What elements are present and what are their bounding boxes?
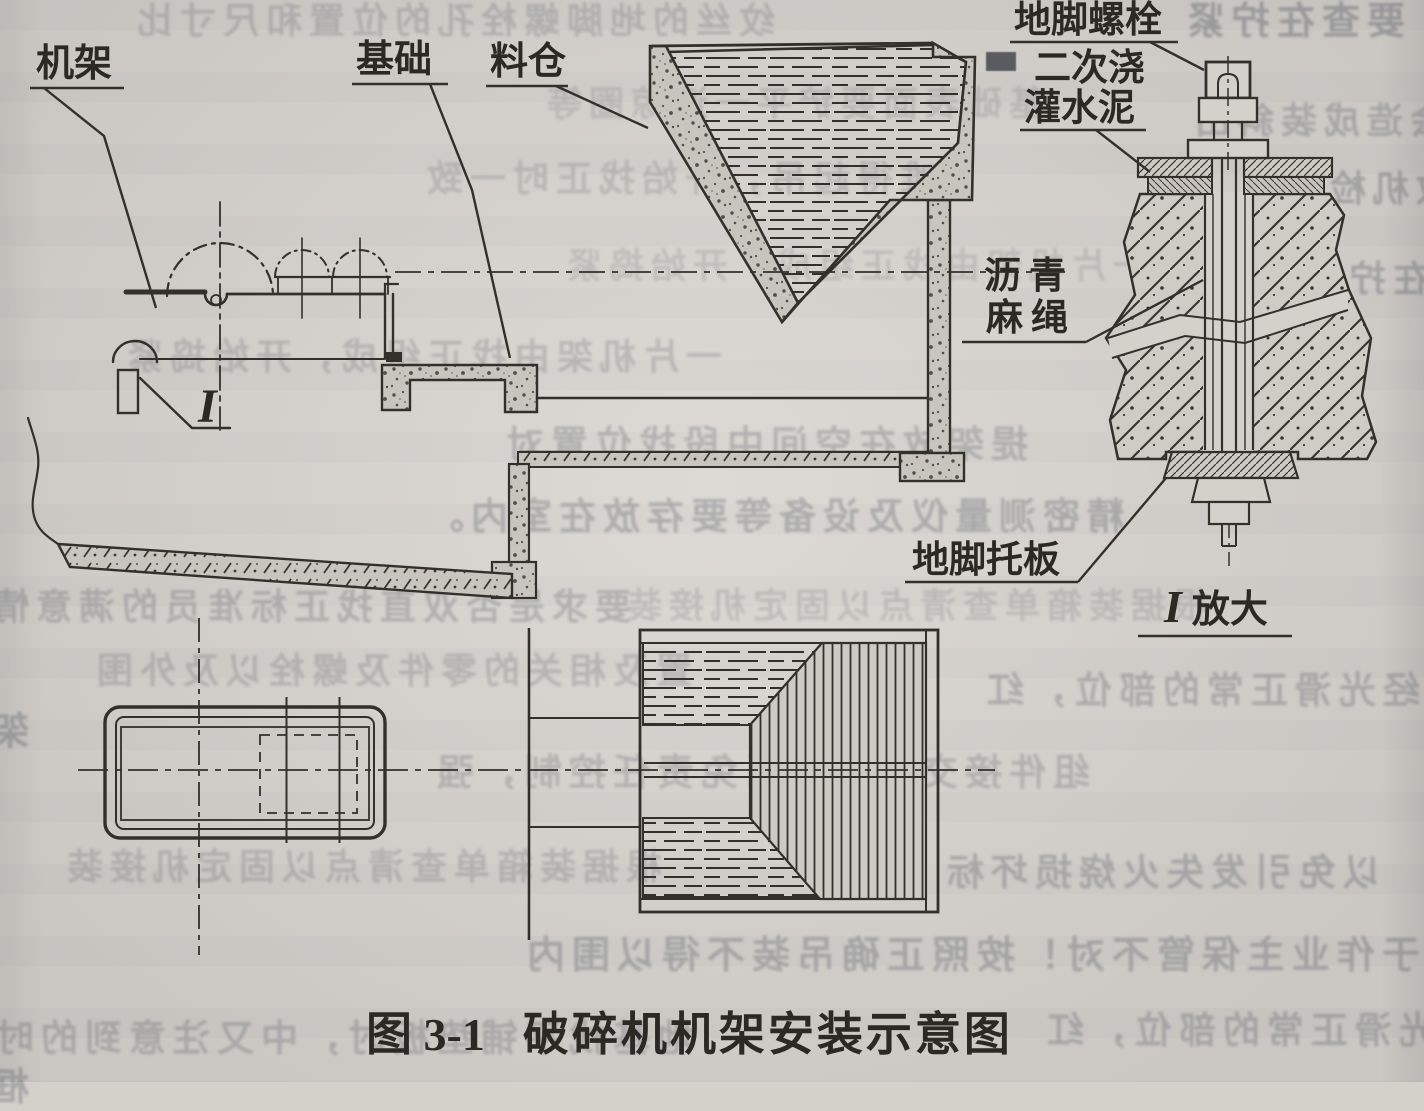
bolt-sleeve-inner xyxy=(1212,194,1246,450)
bearing-base-ticks xyxy=(277,276,389,295)
hopper-plan-funnel xyxy=(748,641,928,901)
hopper-support-column xyxy=(926,198,952,455)
label-secondary-grout-leader xyxy=(1095,129,1151,173)
foundation-ledge xyxy=(380,363,539,414)
pivot-dot xyxy=(210,294,222,306)
hopper-right-wall xyxy=(781,40,977,323)
bolt-bottom-nut xyxy=(1207,500,1251,526)
detail-view-title-suffix: 放大 xyxy=(1192,589,1268,631)
label-anchor-bolt-leader xyxy=(1149,40,1205,72)
label-anchor-plate: 地脚托板 xyxy=(912,539,1060,581)
hopper-plan-outer xyxy=(638,628,940,914)
column-footing xyxy=(898,451,966,483)
label-frame: 机架 xyxy=(36,43,112,85)
frame-right-edge xyxy=(383,292,395,360)
hopper-plan-throat-lines xyxy=(644,762,926,778)
anchor-bolt-detail-view xyxy=(1104,56,1378,566)
label-secondary-grout-1: 二次浇 xyxy=(1034,47,1145,89)
label-secondary-grout-2: 灌水泥 xyxy=(1024,87,1135,129)
label-hopper-leader xyxy=(555,84,649,130)
anchor-block xyxy=(116,368,140,415)
label-anchor-bolt: 地脚螺栓 xyxy=(1014,0,1162,41)
figure-caption-title: 破碎机机架安装示意图 xyxy=(523,1009,1013,1060)
plan-view xyxy=(78,618,995,955)
detail-mark-label: I xyxy=(197,380,219,433)
anchor-plate-upper xyxy=(1162,450,1300,480)
label-foundation-leader xyxy=(428,83,512,359)
bolt-sleeve-outer xyxy=(1203,194,1255,450)
hopper-top-edge xyxy=(651,41,934,48)
label-frame-leader xyxy=(43,87,158,309)
figure-3-1-drawing: I xyxy=(26,0,1378,1060)
frame-corner-angle xyxy=(383,282,400,296)
bolt-neck xyxy=(1212,122,1244,140)
bolt-shaft xyxy=(1220,158,1238,452)
label-asphalt-rope-leader xyxy=(1085,278,1204,344)
figure-caption-number: 图 3-1 xyxy=(366,1009,485,1060)
anchor-plate-lower xyxy=(1190,476,1272,504)
frame-foot-pad xyxy=(386,352,402,362)
label-asphalt-rope-1: 沥青 xyxy=(984,255,1074,297)
frame-plan-hidden-rect xyxy=(259,734,358,814)
break-line xyxy=(26,416,72,569)
detail-view-title-mark: I xyxy=(1163,581,1184,632)
grout-pad-left xyxy=(1147,176,1213,195)
label-hopper: 料仓 xyxy=(490,41,567,83)
anchor-cap-arc xyxy=(111,339,159,364)
frame-plan-inner xyxy=(120,726,370,821)
pit-floor-slab xyxy=(55,542,514,600)
detail-callout-leader xyxy=(138,376,232,430)
label-asphalt-rope-2: 麻绳 xyxy=(986,297,1076,339)
plan-wall-connectors xyxy=(529,717,641,828)
hopper-section-view xyxy=(648,40,977,325)
pulley-centerlines xyxy=(301,237,361,319)
pour-joint-upper xyxy=(1107,289,1349,339)
side-elevation-view: I xyxy=(26,198,966,600)
frame-plan-outer xyxy=(103,705,387,840)
figure-caption: 图 3-1 破碎机机架安装示意图 xyxy=(366,1009,1013,1060)
grout-layer xyxy=(517,451,903,468)
frame-base-plate-right xyxy=(1242,156,1334,179)
grout-pad-right xyxy=(1243,176,1325,195)
frame-base-plate-left xyxy=(1136,156,1214,179)
pour-joint-lower xyxy=(1111,309,1349,359)
pit-wall xyxy=(507,462,531,568)
ink-stain xyxy=(986,52,1016,71)
label-anchor-plate-leader xyxy=(1077,477,1167,583)
frame-plan-middle xyxy=(115,716,375,830)
label-foundation: 基础 xyxy=(356,39,432,81)
